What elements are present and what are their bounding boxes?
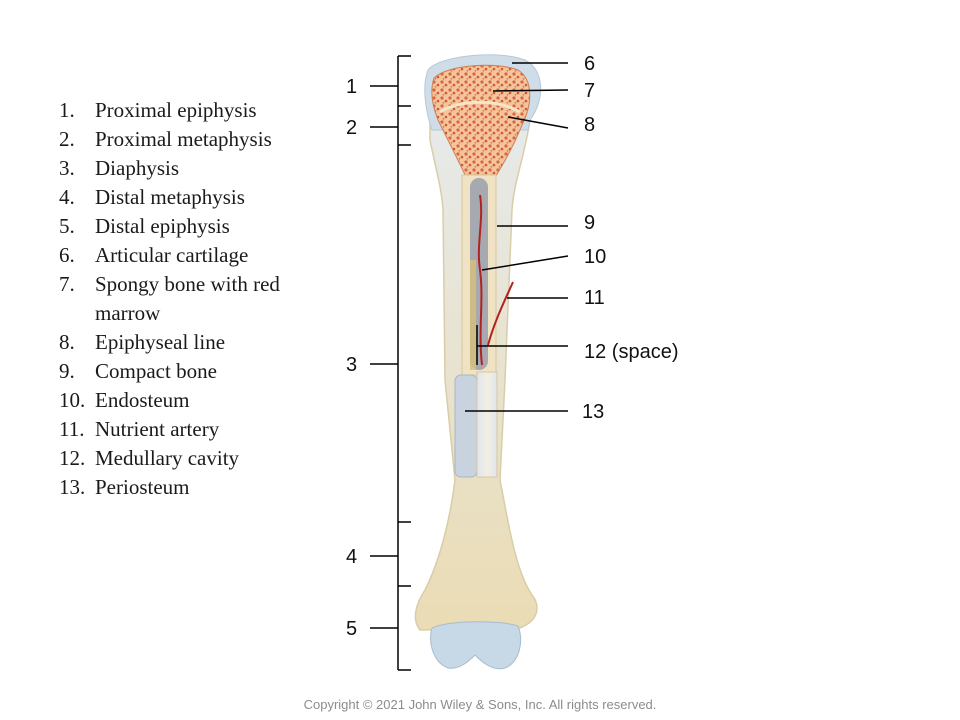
legend-item: 12. Medullary cavity: [0, 444, 325, 473]
region-bracket: [370, 55, 411, 671]
label-2: 2: [346, 117, 357, 139]
legend-number: 2.: [59, 127, 75, 151]
legend-list: 1. Proximal epiphysis 2. Proximal metaphysi…: [0, 96, 325, 502]
legend-item: 8. Epiphyseal line: [0, 328, 325, 357]
legend-item: 7. Spongy bone with red marrow: [0, 270, 325, 328]
legend-number: 11.: [59, 417, 85, 441]
legend-item: 11. Nutrient artery: [0, 415, 325, 444]
spongy-bone-head: [431, 64, 531, 186]
legend-number: 4.: [59, 185, 75, 209]
legend-text: Compact bone: [95, 359, 217, 383]
legend-text: Periosteum: [95, 475, 190, 499]
legend-item: 4. Distal metaphysis: [0, 183, 325, 212]
nutrient-artery-shape: [477, 194, 483, 366]
legend-text: Distal epiphysis: [95, 214, 230, 238]
label-11: 11: [584, 287, 605, 309]
legend-item: 2. Proximal metaphysis: [0, 125, 325, 154]
label-13: 13: [582, 401, 604, 423]
legend-number: 8.: [59, 330, 75, 354]
bone-illustration: [414, 54, 542, 670]
legend-text: Distal metaphysis: [95, 185, 245, 209]
label-7: 7: [584, 80, 595, 102]
legend-text: Proximal epiphysis: [95, 98, 257, 122]
legend-number: 13.: [59, 475, 86, 499]
label-5: 5: [346, 618, 357, 640]
legend-text: Medullary cavity: [95, 446, 240, 470]
label-1: 1: [346, 76, 357, 98]
label-6: 6: [584, 53, 595, 75]
nutrient-artery-branch: [487, 281, 514, 346]
distal-cartilage: [430, 621, 522, 670]
leader-lines: [465, 62, 569, 412]
label-4: 4: [346, 546, 357, 568]
copyright-notice: Copyright © 2021 John Wiley & Sons, Inc.…: [303, 697, 657, 712]
label-10: 10: [584, 246, 606, 268]
periosteum-sleeve: [454, 374, 478, 478]
legend-item: 5. Distal epiphysis: [0, 212, 325, 241]
shaft-lower: [476, 371, 498, 478]
legend-number: 3.: [59, 156, 75, 180]
legend-number: 9.: [59, 359, 75, 383]
legend-text: Nutrient artery: [95, 417, 220, 441]
legend-item: 6. Articular cartilage: [0, 241, 325, 270]
legend-number: 12.: [59, 446, 86, 470]
legend-item: 1. Proximal epiphysis: [0, 96, 325, 125]
legend-text: Endosteum: [95, 388, 190, 412]
legend-text: Diaphysis: [95, 156, 179, 180]
legend-item: 10. Endosteum: [0, 386, 325, 415]
legend-number: 7.: [59, 272, 75, 296]
legend-item: 13. Periosteum: [0, 473, 325, 502]
legend-number: 5.: [59, 214, 75, 238]
endosteum-strip: [470, 260, 476, 370]
legend-number: 1.: [59, 98, 75, 122]
legend-item: 3. Diaphysis: [0, 154, 325, 183]
label-3: 3: [346, 354, 357, 376]
label-8: 8: [584, 114, 595, 136]
legend-text: Articular cartilage: [95, 243, 249, 267]
legend-number: 6.: [59, 243, 75, 267]
label-9: 9: [584, 212, 595, 234]
legend-item: 9. Compact bone: [0, 357, 325, 386]
label-12: 12 (space): [584, 341, 679, 363]
legend-text: Spongy bone with red marrow: [95, 272, 280, 325]
epiphyseal-line-shape: [439, 100, 521, 114]
legend-number: 10.: [59, 388, 86, 412]
legend-text: Proximal metaphysis: [95, 127, 272, 151]
legend-text: Epiphyseal line: [95, 330, 226, 354]
